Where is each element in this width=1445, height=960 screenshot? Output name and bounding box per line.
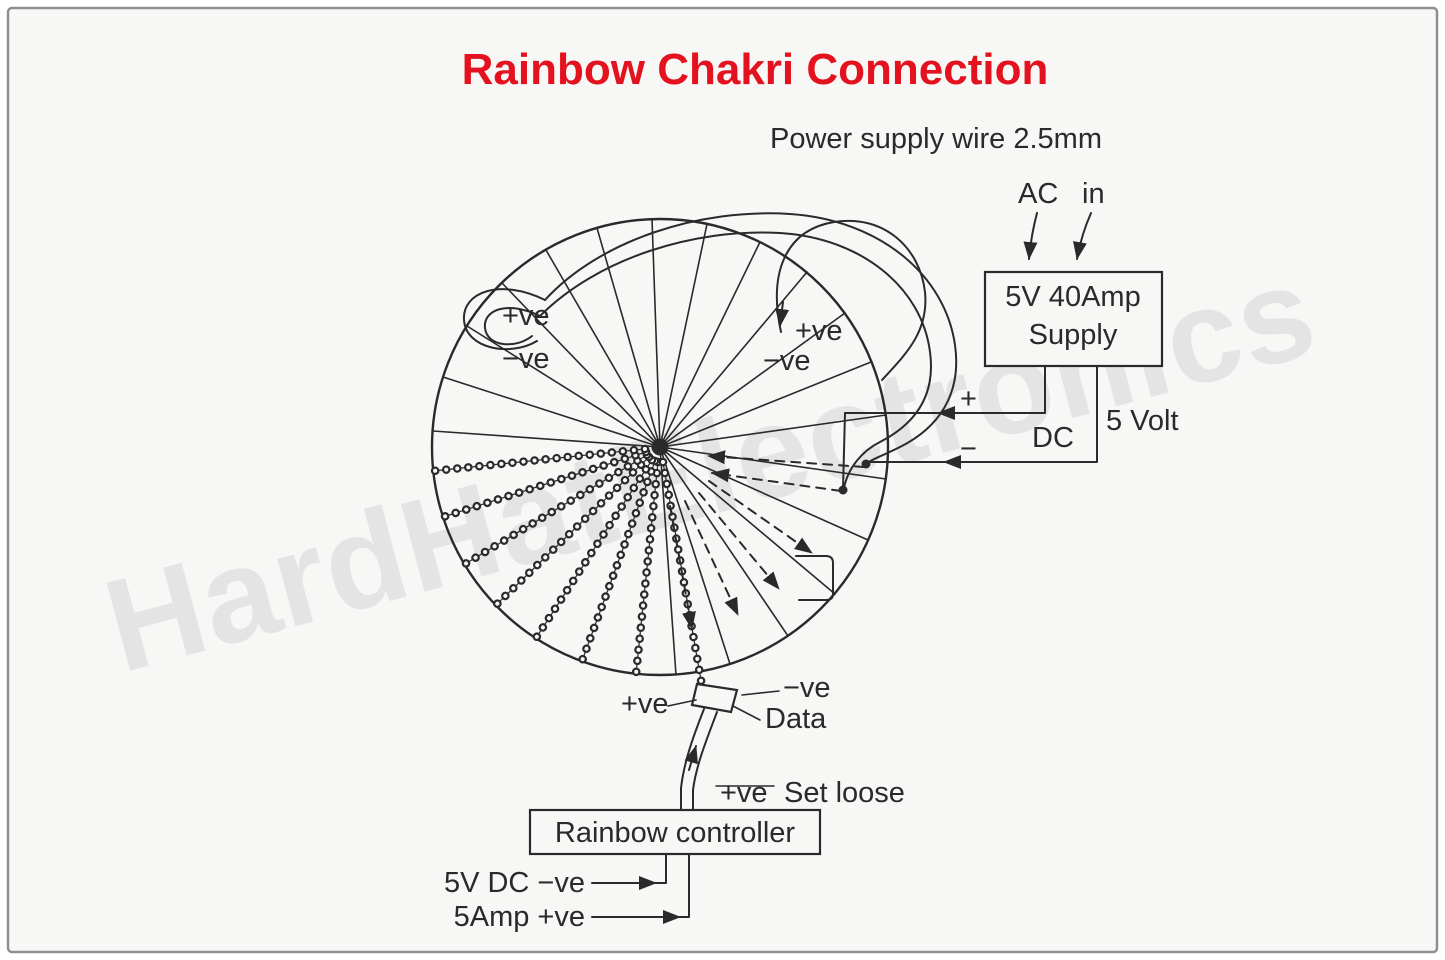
dc-bus	[838, 366, 1098, 495]
label-minus: −	[960, 433, 977, 465]
ac-arrow	[1073, 212, 1092, 260]
supply-box	[983, 270, 1164, 368]
ac-arrow	[1023, 212, 1038, 260]
wire-curl	[462, 288, 546, 351]
label-dc: DC	[1032, 422, 1074, 454]
junction-dot	[838, 485, 848, 495]
wheel-hub	[651, 438, 669, 456]
wire-hook	[795, 555, 834, 601]
page-title: Rainbow Chakri Connection	[462, 45, 1049, 94]
leader-neg	[741, 690, 780, 696]
wheel-rim	[430, 217, 890, 677]
wire-entry-arrow	[775, 301, 790, 327]
flow-arrow-in	[707, 450, 865, 468]
power-wire-inner	[539, 231, 932, 489]
chakri-wheel	[430, 217, 890, 677]
controller-box	[528, 808, 822, 856]
label-power-wire: Power supply wire 2.5mm	[770, 123, 1102, 155]
power-wire-outer	[544, 212, 958, 465]
label-five-volt: 5 Volt	[1106, 405, 1179, 437]
label-ac: AC	[1018, 178, 1058, 210]
feed-pos-line	[591, 853, 690, 918]
rainbow-controller	[528, 808, 822, 924]
label-wheel-mid-pos: +ve	[795, 315, 843, 347]
flow-arrows	[669, 450, 865, 630]
leader-data	[732, 705, 761, 721]
controller-wire-arrow	[684, 745, 698, 771]
feed-neg-line	[591, 853, 667, 884]
label-in: in	[1082, 178, 1105, 210]
flow-arrow-out	[698, 492, 780, 590]
label-wheel-mid-neg: −ve	[763, 345, 811, 377]
connector-plug	[690, 682, 739, 714]
wheel-spokes	[432, 218, 887, 676]
label-plus: +	[960, 383, 977, 415]
supply-label-line2: Supply	[1029, 319, 1118, 351]
supply-label-line1: 5V 40Amp	[1005, 281, 1140, 313]
flow-arrow-in	[711, 468, 842, 492]
power-supply-wires	[462, 212, 958, 489]
flow-arrow-out	[684, 500, 739, 616]
label-feed-neg: 5V DC −ve	[444, 867, 585, 899]
label-wheel-left-neg: −ve	[502, 343, 550, 375]
label-feed-pos: 5Amp +ve	[454, 901, 585, 933]
power-wire-loop	[775, 219, 927, 381]
label-set-loose-pos: +ve	[720, 777, 768, 809]
junction-dot	[861, 459, 871, 469]
label-conn-pos: +ve	[621, 688, 669, 720]
label-conn-neg: −ve	[783, 672, 831, 704]
leader-pos	[667, 699, 697, 707]
label-wheel-left-pos: +ve	[502, 300, 550, 332]
flow-arrow-out	[708, 480, 813, 554]
data-connector	[667, 682, 780, 721]
controller-wires	[680, 708, 775, 811]
label-set-loose: Set loose	[784, 777, 905, 809]
wire-curl	[483, 307, 541, 346]
power-supply-unit	[983, 212, 1164, 368]
label-conn-data: Data	[765, 703, 827, 735]
controller-label: Rainbow controller	[555, 817, 796, 849]
controller-wire	[692, 711, 718, 811]
flow-arrow-out	[669, 505, 696, 630]
